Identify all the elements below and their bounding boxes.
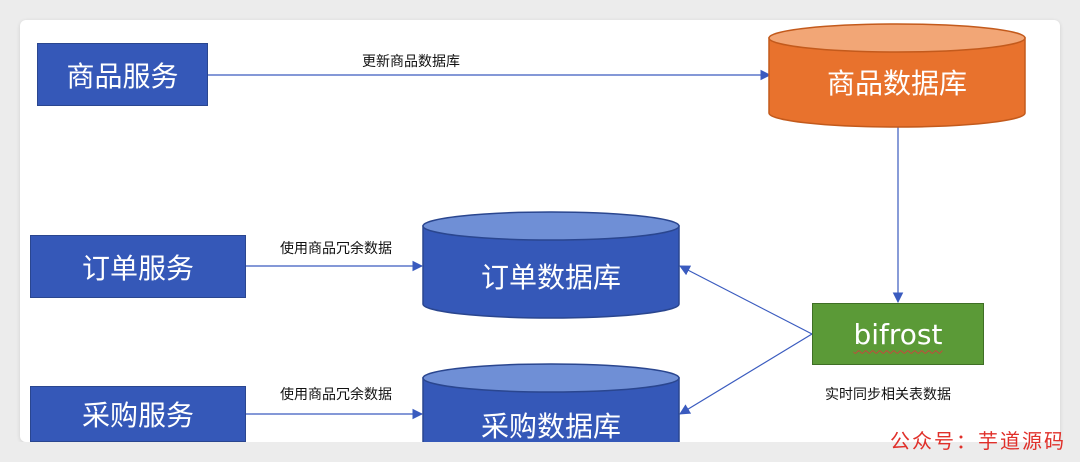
- order-db-cylinder: [422, 211, 680, 319]
- product-service-node: 商品服务: [37, 43, 208, 106]
- edge-label-sync-tables: 实时同步相关表数据: [825, 387, 951, 403]
- order-service-label: 订单服务: [81, 251, 194, 285]
- edge-label-order-uses-redundant: 使用商品冗余数据: [280, 241, 392, 257]
- order-service-node: 订单服务: [30, 235, 246, 298]
- edge-bifrost-to-order-db: [679, 265, 813, 335]
- edge-label-purchase-uses-redundant: 使用商品冗余数据: [280, 387, 392, 403]
- edge-bifrost-to-purchase-db: [679, 333, 813, 415]
- bifrost-node: bifrost: [812, 303, 984, 365]
- purchase-db-cylinder: [422, 363, 680, 462]
- product-db-label: 商品数据库: [826, 67, 967, 100]
- product-service-label: 商品服务: [66, 59, 179, 93]
- bifrost-label: bifrost: [853, 317, 943, 351]
- product-db-cylinder: [768, 23, 1026, 128]
- purchase-service-node: 采购服务: [30, 386, 246, 442]
- page-bottom-strip: [0, 442, 1080, 462]
- edge-label-update-product-db: 更新商品数据库: [362, 54, 460, 70]
- purchase-db-label: 采购数据库: [480, 410, 621, 443]
- purchase-service-label: 采购服务: [81, 399, 194, 432]
- order-db-label: 订单数据库: [480, 261, 621, 294]
- watermark-text: 公众号：芋道源码: [890, 429, 1066, 453]
